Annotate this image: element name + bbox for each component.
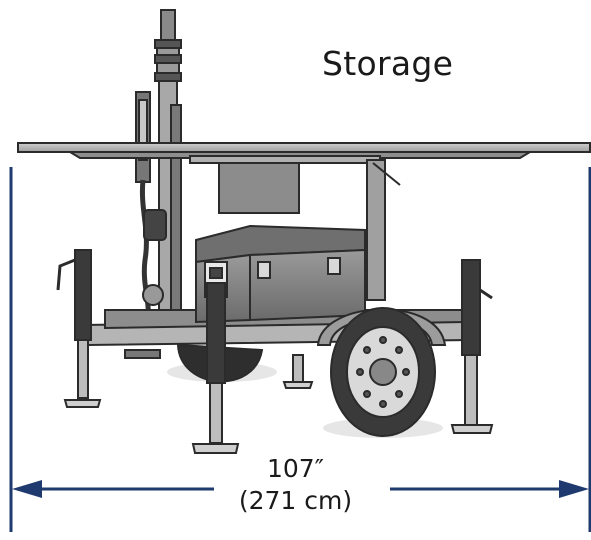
mast-winch-chain xyxy=(135,91,167,321)
outrigger-jack-left xyxy=(56,249,102,408)
outrigger-jack-right xyxy=(450,259,494,434)
outrigger-jack-rear xyxy=(282,354,314,389)
arrowhead-left-icon xyxy=(12,480,42,498)
storage-label: Storage xyxy=(322,44,454,83)
dimension-indicator xyxy=(9,167,591,532)
panel-support xyxy=(189,155,401,301)
outrigger-jack-front xyxy=(191,282,240,454)
width-metric-label: (271 cm) xyxy=(238,486,353,515)
wheel xyxy=(330,307,436,437)
telescoping-mast xyxy=(154,9,182,331)
arrowhead-right-icon xyxy=(559,480,589,498)
solar-panel xyxy=(17,142,591,159)
width-imperial-label: 107″ xyxy=(266,454,325,483)
